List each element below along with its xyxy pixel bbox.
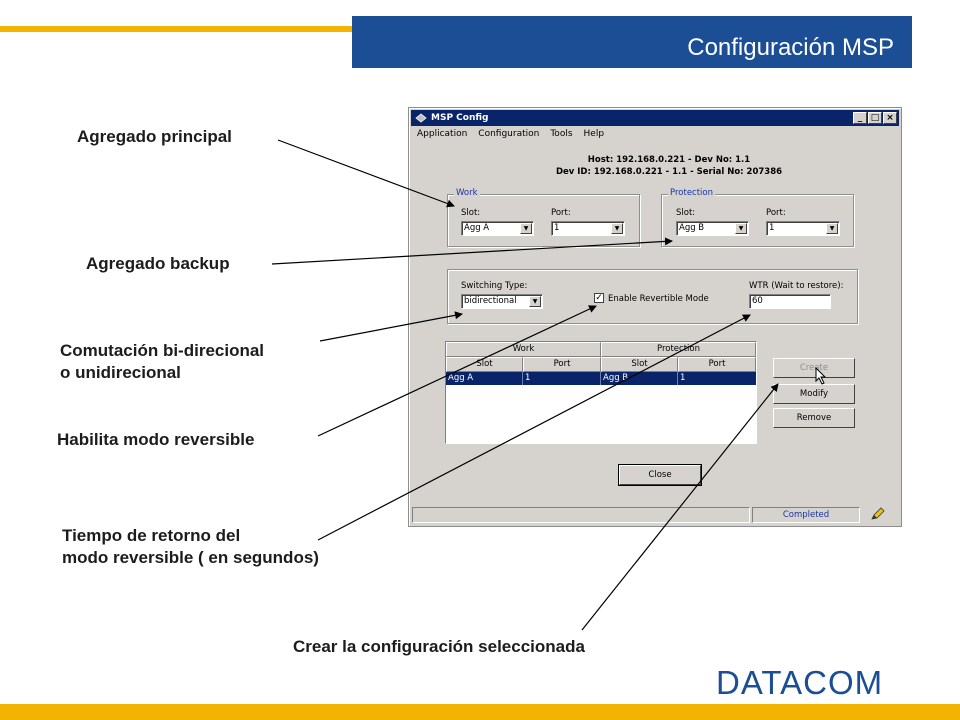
callout-comutacion-line1: Comutación bi-direcional: [60, 341, 265, 360]
minimize-button[interactable]: _: [853, 112, 867, 124]
chevron-down-icon[interactable]: ▼: [735, 223, 747, 234]
callout-comutacion: Comutación bi-direcional o unidirecional: [60, 340, 264, 384]
menu-bar: Application Configuration Tools Help: [417, 129, 604, 143]
protection-slot-select[interactable]: Agg B ▼: [676, 221, 749, 236]
work-port-label: Port:: [551, 208, 571, 218]
revertible-label: Enable Revertible Mode: [608, 294, 709, 304]
close-window-button[interactable]: ×: [883, 112, 897, 124]
wtr-input[interactable]: 60: [749, 294, 831, 309]
callout-crear: Crear la configuración seleccionada: [293, 637, 585, 656]
cell-protection-port: 1: [680, 373, 686, 383]
table-col-protection-port[interactable]: Port: [678, 357, 756, 372]
slide-title: Configuración MSP: [687, 34, 894, 61]
menu-tools[interactable]: Tools: [550, 129, 573, 139]
status-cell-empty: [412, 507, 750, 523]
work-legend: Work: [454, 188, 480, 198]
table-group-work: Work: [446, 342, 601, 357]
switching-type-select[interactable]: bidirectional ▼: [461, 294, 543, 309]
app-icon: [415, 113, 427, 123]
work-group: Work Slot: Agg A ▼ Port: 1 ▼: [447, 188, 640, 247]
modify-button[interactable]: Modify: [773, 384, 855, 404]
callout-agregado-principal: Agregado principal: [77, 127, 232, 146]
cell-protection-slot: Agg B: [601, 372, 678, 385]
work-port-value: 1: [554, 223, 560, 233]
cell-work-port: 1: [523, 372, 601, 385]
protection-slot-value: Agg B: [679, 223, 705, 233]
table-col-work-slot[interactable]: Slot: [446, 357, 523, 372]
protection-port-value: 1: [769, 223, 775, 233]
chevron-down-icon[interactable]: ▼: [520, 223, 532, 234]
callout-tiempo-line2: modo reversible ( en segundos): [62, 548, 319, 567]
table-group-protection: Protection: [601, 342, 756, 357]
table-col-protection-slot[interactable]: Slot: [601, 357, 678, 372]
callout-tiempo-line1: Tiempo de retorno del: [62, 526, 241, 545]
bottom-accent-bar: [0, 704, 960, 720]
menu-application[interactable]: Application: [417, 129, 468, 139]
work-port-select[interactable]: 1 ▼: [551, 221, 625, 236]
revertible-checkbox[interactable]: ✓: [594, 293, 604, 303]
cell-work-slot: Agg A: [446, 372, 523, 385]
status-icon-cell: [862, 507, 894, 523]
window-title: MSP Config: [431, 113, 489, 123]
create-button[interactable]: Create: [773, 358, 855, 378]
protection-port-label: Port:: [766, 208, 786, 218]
close-button[interactable]: Close: [618, 464, 702, 486]
chevron-down-icon[interactable]: ▼: [826, 223, 838, 234]
protection-port-select[interactable]: 1 ▼: [766, 221, 840, 236]
table-col-work-port[interactable]: Port: [523, 357, 601, 372]
work-slot-value: Agg A: [464, 223, 490, 233]
callout-habilita: Habilita modo reversible: [57, 430, 255, 449]
callout-tiempo: Tiempo de retorno del modo reversible ( …: [62, 525, 319, 569]
window-titlebar[interactable]: MSP Config _ □ ×: [411, 110, 899, 126]
datacom-logo: DATACOM: [716, 664, 884, 701]
table-row[interactable]: Agg A 1 Agg B 1: [446, 372, 756, 385]
host-line: Host: 192.168.0.221 - Dev No: 1.1: [587, 155, 751, 165]
status-text: Completed: [752, 507, 860, 523]
protection-group: Protection Slot: Agg B ▼ Port: 1 ▼: [661, 188, 854, 247]
msp-config-window: MSP Config _ □ × Application Configurati…: [408, 107, 902, 527]
pencil-icon: [871, 507, 885, 520]
wtr-label: WTR (Wait to restore):: [749, 281, 844, 291]
dev-line: Dev ID: 192.168.0.221 - 1.1 - Serial No:…: [555, 167, 783, 177]
switching-type-label: Switching Type:: [461, 281, 528, 291]
work-slot-label: Slot:: [461, 208, 481, 218]
chevron-down-icon[interactable]: ▼: [611, 223, 623, 234]
chevron-down-icon[interactable]: ▼: [529, 296, 541, 307]
switching-group: Switching Type: bidirectional ▼ ✓ Enable…: [447, 269, 858, 324]
maximize-button[interactable]: □: [868, 112, 882, 124]
switching-type-value: bidirectional: [464, 296, 517, 306]
callout-agregado-backup: Agregado backup: [86, 254, 230, 273]
device-info: Host: 192.168.0.221 - Dev No: 1.1 Dev ID…: [539, 154, 799, 178]
mouse-cursor-icon: [815, 367, 827, 385]
title-banner: Configuración MSP: [352, 16, 912, 68]
msp-table: Work Protection Slot Port Slot Port Agg …: [445, 341, 757, 444]
remove-button[interactable]: Remove: [773, 408, 855, 428]
protection-slot-label: Slot:: [676, 208, 696, 218]
protection-legend: Protection: [668, 188, 716, 198]
status-bar: Completed: [412, 507, 898, 523]
menu-help[interactable]: Help: [583, 129, 605, 139]
menu-configuration[interactable]: Configuration: [478, 129, 540, 139]
work-slot-select[interactable]: Agg A ▼: [461, 221, 534, 236]
callout-comutacion-line2: o unidirecional: [60, 363, 181, 382]
